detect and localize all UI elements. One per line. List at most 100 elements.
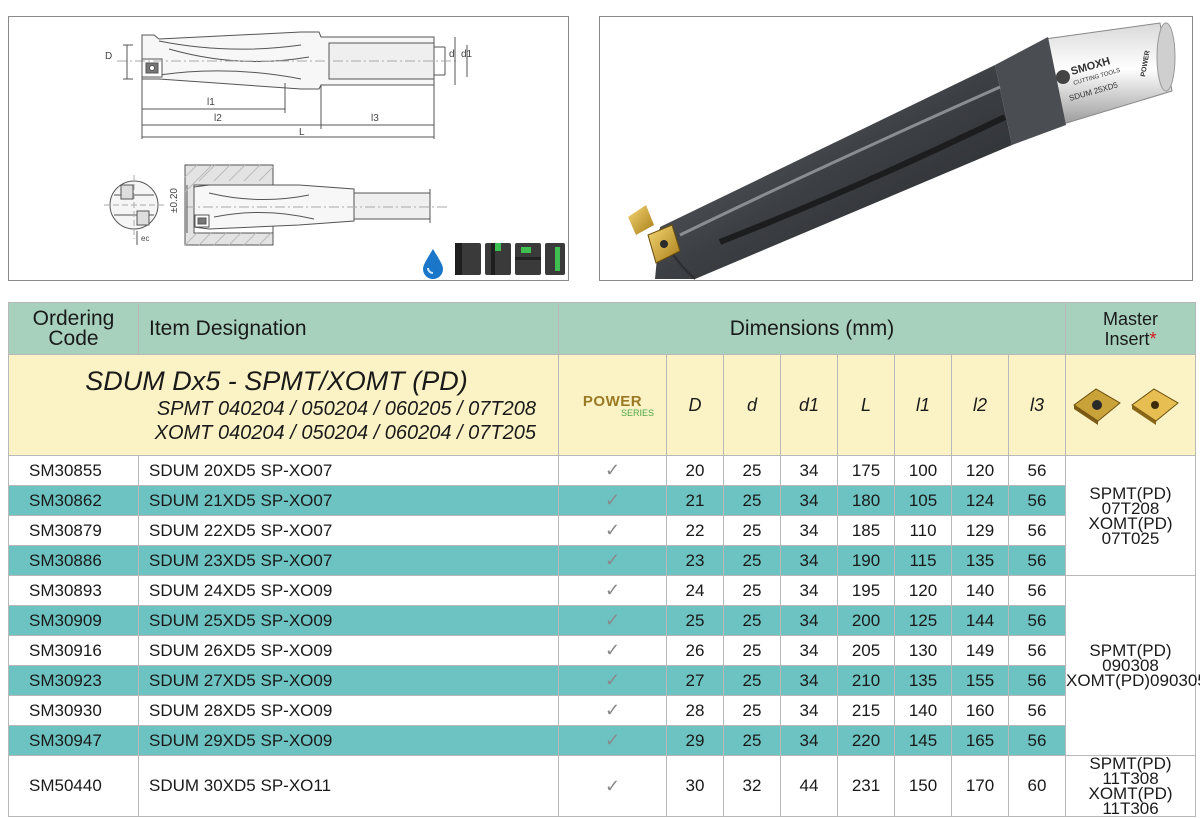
dim-label-tolerance: ±0.20 [169,188,180,213]
dim-label-l3: l3 [371,113,379,124]
ordering-code-cell: SM30930 [8,695,139,726]
brand-logo-icon [1056,70,1070,84]
drill-product-image: SMOXH CUTTING TOOLS SDUM 25XD5 POWER [628,22,1176,280]
item-designation-cell: SDUM 25XD5 SP-XO09 [138,605,559,636]
dim-cell-D: 25 [666,605,724,636]
header-dimensions: Dimensions (mm) [557,302,1067,355]
series-insert-line-2: XOMT 040204 / 050204 / 060204 / 07T205 [154,422,536,444]
dim-cell-L: 175 [837,455,895,486]
dim-cell-d: 25 [723,695,781,726]
ordering-code-cell: SM30879 [8,515,139,546]
dim-cell-l1: 105 [894,485,952,516]
dim-cell-L: 200 [837,605,895,636]
item-designation-cell: SDUM 28XD5 SP-XO09 [138,695,559,726]
dim-cell-d1: 34 [780,575,838,606]
dim-cell-l3: 56 [1007,635,1067,666]
header-ordering-code: Ordering Code [8,302,139,355]
series-header-row: SDUM Dx5 - SPMT/XOMT (PD) SPMT 040204 / … [8,354,1197,456]
dim-cell-L: 231 [837,755,895,817]
dim-cell-l3: 60 [1007,755,1067,817]
dim-cell-l3: 56 [1007,545,1067,576]
header-master-insert: Master Insert* [1065,302,1197,355]
dim-cell-D: 28 [666,695,724,726]
dim-cell-D: 23 [666,545,724,576]
dim-cell-l1: 130 [894,635,952,666]
power-series-check-icon: ✓ [558,455,667,486]
dim-cell-l2: 170 [951,755,1009,817]
header-item-designation: Item Designation [138,302,559,355]
dim-cell-l1: 110 [894,515,952,546]
master-insert-text: XOMT(PD) 11T306 [1088,784,1173,818]
dim-cell-d: 25 [723,515,781,546]
dim-label-D: D [105,51,112,62]
dim-cell-l3: 56 [1007,665,1067,696]
master-insert-images [1065,354,1197,456]
flat-bottom-icon [455,243,481,275]
master-insert-text: 07T025 [1101,528,1160,548]
product-photo-panel: SMOXH CUTTING TOOLS SDUM 25XD5 POWER [599,16,1193,281]
dim-header-d1: d1 [780,354,838,456]
dim-cell-l3: 56 [1007,515,1067,546]
dim-cell-l3: 56 [1007,605,1067,636]
dim-cell-d: 25 [723,635,781,666]
dim-cell-d1: 34 [780,635,838,666]
xomt-insert-icon [1131,388,1179,425]
dim-label-l2: l2 [214,113,222,124]
power-series-check-icon: ✓ [558,695,667,726]
master-insert-text: SPMT(PD) [1089,641,1172,660]
table-header-row: Ordering Code Item Designation Dimension… [8,302,1197,355]
dim-cell-l1: 145 [894,725,952,756]
power-series-check-icon: ✓ [558,755,667,817]
dim-cell-l1: 120 [894,575,952,606]
inclined-surface-icon [485,243,511,275]
dim-cell-D: 30 [666,755,724,817]
dim-label-l1: l1 [207,97,215,108]
ordering-code-cell: SM30916 [8,635,139,666]
master-insert-text: XOMT(PD)090305 [1066,671,1200,690]
dim-cell-d1: 34 [780,695,838,726]
shank-side-text: POWER [1140,50,1151,77]
dim-cell-d1: 34 [780,605,838,636]
dim-cell-d: 25 [723,665,781,696]
dim-cell-l2: 160 [951,695,1009,726]
dim-cell-l3: 56 [1007,485,1067,516]
drill-technical-drawing: D d d1 l1 l2 l3 L ±0.20 ec [104,31,565,279]
power-series-check-icon: ✓ [558,605,667,636]
item-designation-cell: SDUM 21XD5 SP-XO07 [138,485,559,516]
dim-cell-d: 32 [723,755,781,817]
dim-cell-L: 210 [837,665,895,696]
power-series-check-icon: ✓ [558,725,667,756]
dim-header-L: L [837,354,895,456]
dim-cell-l2: 124 [951,485,1009,516]
dim-cell-l2: 135 [951,545,1009,576]
dim-label-ec: ec [141,234,149,243]
ordering-code-cell: SM30923 [8,665,139,696]
dim-label-L: L [299,127,305,138]
dim-cell-l3: 56 [1007,695,1067,726]
dim-cell-D: 26 [666,635,724,666]
dim-cell-L: 205 [837,635,895,666]
dim-label-d: d [449,49,455,60]
interrupted-cut-icon [545,243,565,275]
dim-cell-l1: 135 [894,665,952,696]
dim-cell-d1: 34 [780,545,838,576]
power-series-check-icon: ✓ [558,515,667,546]
product-table: Ordering Code Item Designation Dimension… [8,302,1200,818]
item-designation-cell: SDUM 26XD5 SP-XO09 [138,635,559,666]
master-insert-text: XOMT(PD) [1088,513,1173,533]
dim-header-D: D [666,354,724,456]
dim-cell-l1: 100 [894,455,952,486]
master-insert-text: SPMT(PD) 07T208 [1089,483,1172,518]
dim-cell-L: 195 [837,575,895,606]
dim-cell-D: 27 [666,665,724,696]
coolant-drop-icon [423,249,443,279]
dim-cell-l2: 120 [951,455,1009,486]
